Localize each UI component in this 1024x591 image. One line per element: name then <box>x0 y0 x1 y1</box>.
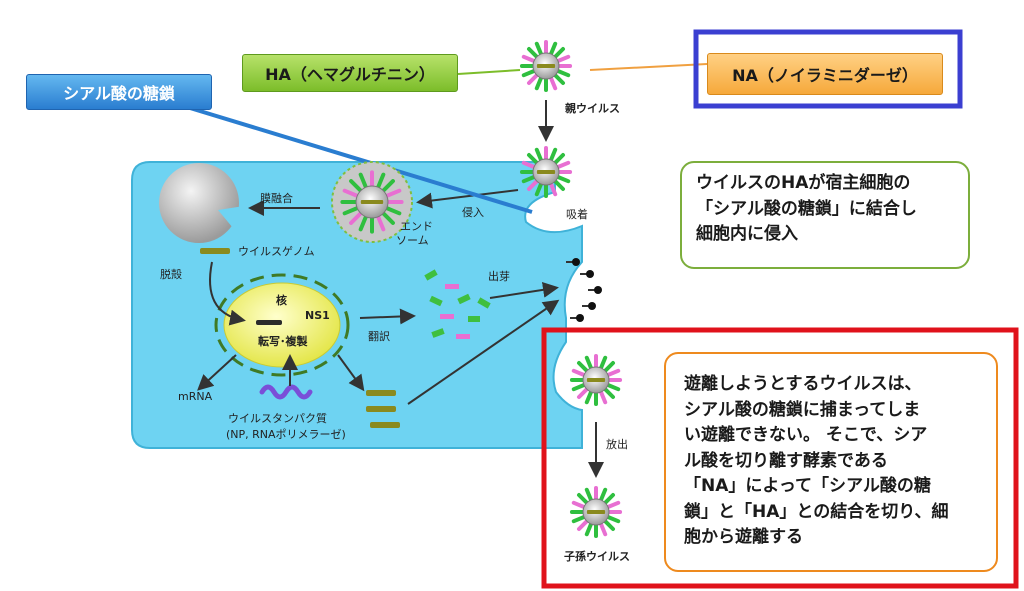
release-callout-line: シアル酸の糖鎖に捕まってしま <box>684 399 921 420</box>
endosome-label-1: エンド <box>400 220 433 233</box>
release-callout-line: 「NA」によって「シアル酸の糖 <box>684 476 931 496</box>
viral-genome-label: ウイルスゲノム <box>238 245 315 258</box>
nucleus-genome-icon <box>256 320 282 325</box>
adsorption-label: 吸着 <box>566 208 588 221</box>
mrna-label: mRNA <box>178 390 213 403</box>
progeny-virus-icon <box>569 485 623 539</box>
nucleus-label: 核 <box>276 294 287 307</box>
release-callout-line: 胞から遊離する <box>684 527 803 547</box>
viral-genome-icon <box>200 248 400 428</box>
host-cell <box>131 161 583 449</box>
invasion-callout-line: 「シアル酸の糖鎖」に結合し <box>696 198 917 219</box>
ha-connector <box>457 69 521 75</box>
uncoating-shell-icon <box>159 163 239 243</box>
nucleus-membrane-icon <box>214 273 350 377</box>
viral-protein-detail-label: (NP, RNAポリメラーゼ) <box>226 428 346 441</box>
parent-virus-icon <box>519 39 573 93</box>
sialic-acid-tag: シアル酸の糖鎖 <box>26 74 212 110</box>
translation-label: 翻訳 <box>368 330 390 343</box>
na-tag: NA（ノイラミニダーゼ） <box>707 53 943 95</box>
budding-virus-icon <box>569 353 623 407</box>
adsorbed-virus-icon <box>519 145 573 199</box>
viral-protein-icon <box>259 384 313 400</box>
uncoating-opening <box>218 206 244 234</box>
ha-tag: HA（ヘマグルチニン） <box>242 54 458 92</box>
release-label: 放出 <box>606 438 628 451</box>
na-highlight-box <box>693 29 963 109</box>
sialic-connector <box>189 106 533 214</box>
arrows <box>197 100 604 478</box>
release-callout: 遊離しようとするウイルスは、 シアル酸の糖鎖に捕まってしま い遊離できない。 そ… <box>664 352 998 572</box>
release-highlight-box <box>541 327 1019 589</box>
invasion-label: 侵入 <box>462 206 484 219</box>
invasion-callout-line: 細胞内に侵入 <box>696 224 798 244</box>
release-callout-line: 遊離しようとするウイルスは、 <box>684 374 922 394</box>
budding-label: 出芽 <box>488 270 510 283</box>
translated-proteins-icon <box>424 269 491 339</box>
parent-virus-label: 親ウイルス <box>565 102 620 115</box>
release-callout-line: い遊離できない。 そこで、シア <box>684 425 928 445</box>
endosome-virus-icon <box>340 170 404 234</box>
endosome-label-2: ソーム <box>396 234 429 247</box>
progeny-virus-label: 子孫ウイルス <box>564 550 630 563</box>
budding-sites-icon <box>566 258 602 322</box>
transcription-label: 転写･複製 <box>258 335 308 348</box>
viral-protein-label: ウイルスタンパク質 <box>228 412 327 425</box>
release-callout-line: ル酸を切り離す酵素である <box>684 450 888 471</box>
invasion-callout-line: ウイルスのHAが宿主細胞の <box>696 173 911 193</box>
ns1-label: NS1 <box>305 309 330 322</box>
release-callout-line: 鎖」と「HA」との結合を切り、細 <box>684 501 949 522</box>
membrane-fusion-label: 膜融合 <box>260 192 293 205</box>
na-connector <box>589 63 708 71</box>
uncoating-label: 脱殻 <box>160 268 182 281</box>
invasion-callout: ウイルスのHAが宿主細胞の 「シアル酸の糖鎖」に結合し 細胞内に侵入 <box>680 161 970 269</box>
